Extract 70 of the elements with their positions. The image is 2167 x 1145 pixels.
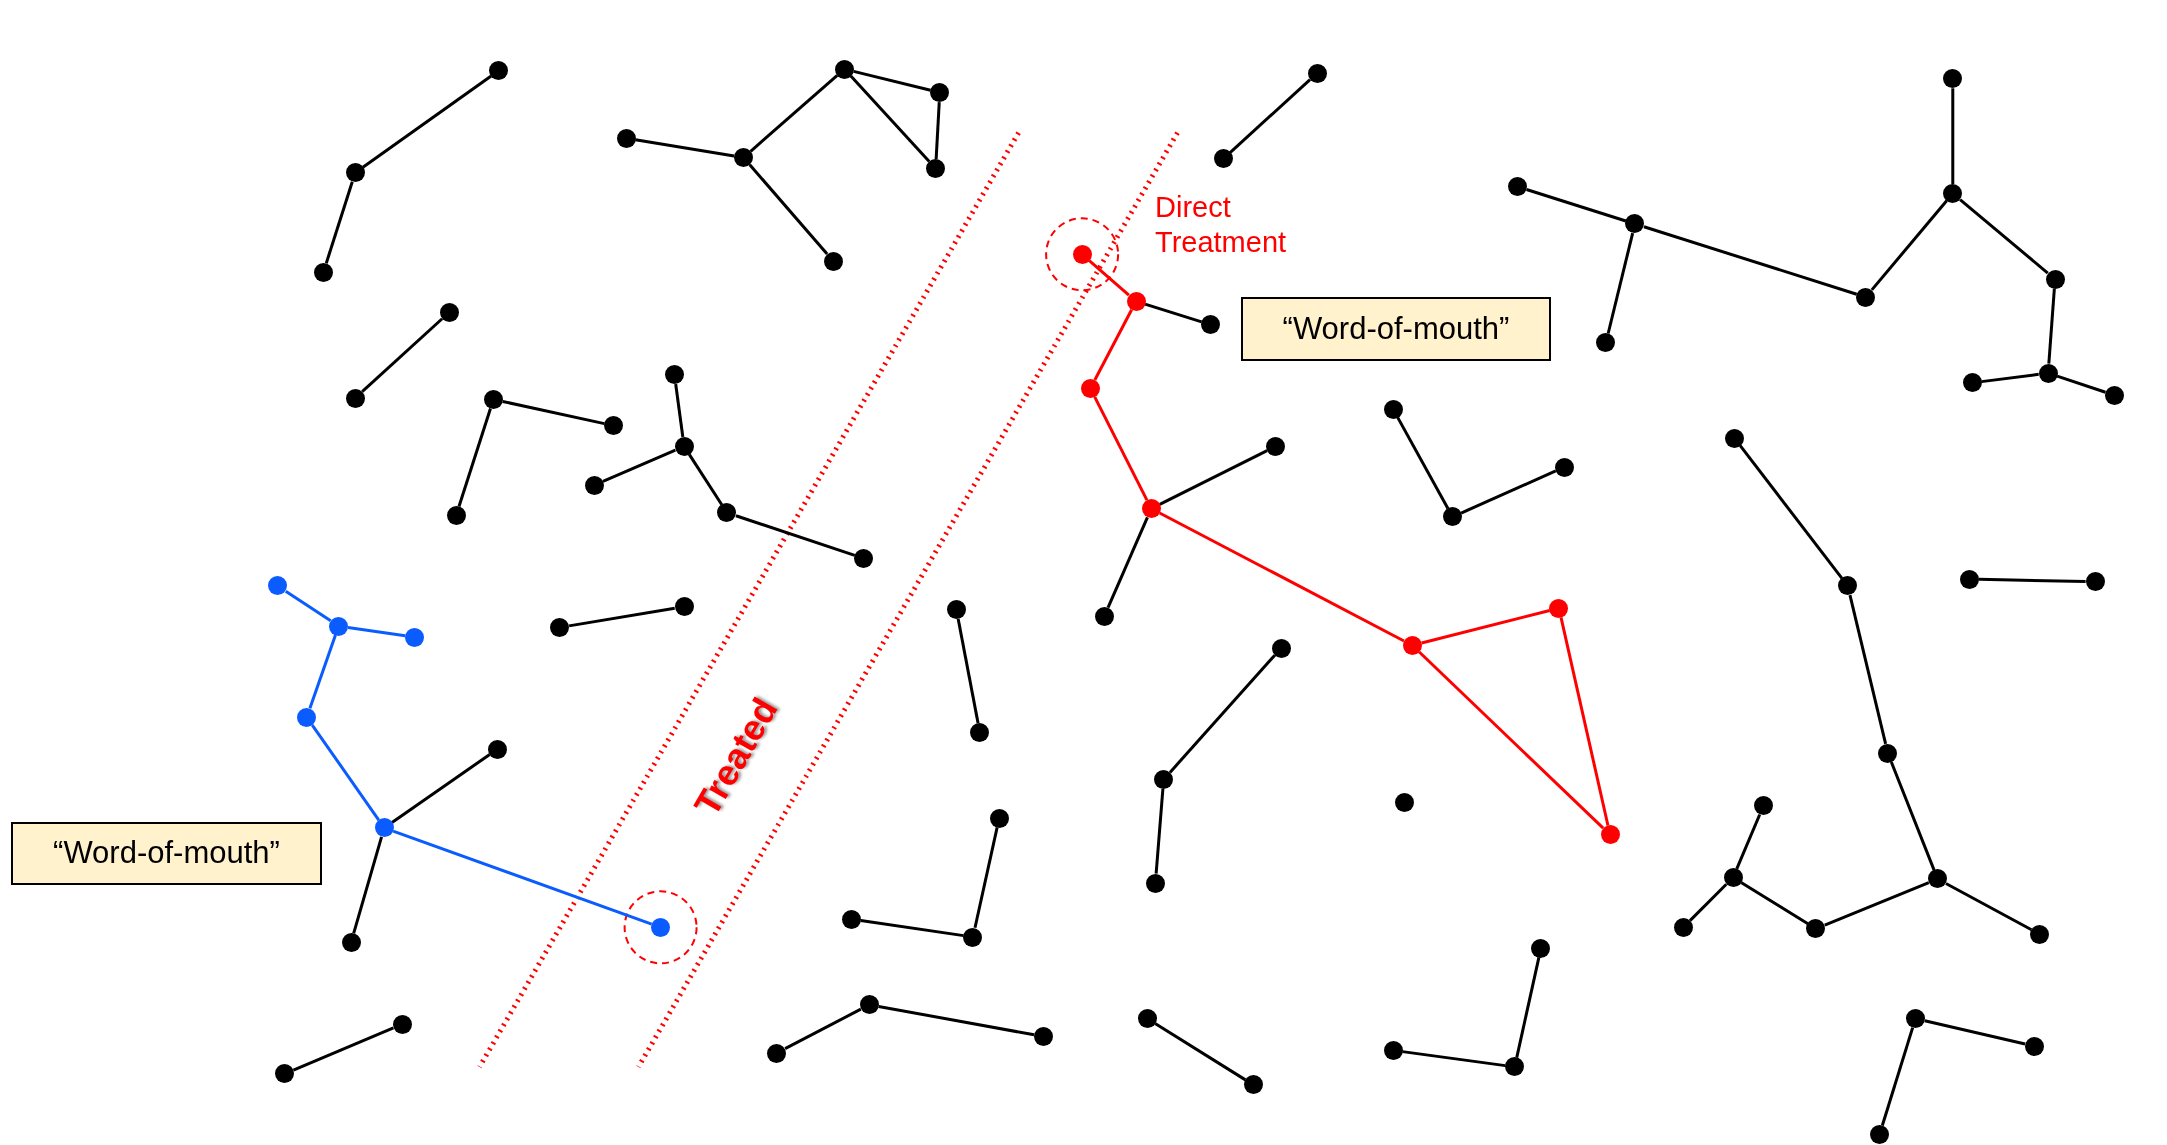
connector-line [956, 618, 980, 724]
connector-line [1154, 1022, 1247, 1082]
connector-line [735, 514, 856, 557]
connector-line [568, 606, 675, 628]
connector-line [2047, 288, 2056, 364]
connector-line [1740, 881, 1809, 925]
connector-line [1924, 1019, 2026, 1046]
connector-line [347, 625, 406, 638]
annotation-text: Direct Treatment [1155, 190, 1288, 260]
connector-line [602, 448, 676, 483]
connector-line [361, 317, 444, 393]
connector-line [352, 836, 383, 934]
connector-line [1889, 761, 1936, 871]
connector-line [1880, 1027, 1915, 1126]
connector-line [853, 69, 931, 92]
connector-line [635, 138, 735, 158]
connector-line [1735, 813, 1762, 870]
connector-line [749, 74, 839, 153]
connector-line [1093, 309, 1133, 381]
connector-line [878, 1004, 1035, 1037]
callout-box: “Word-of-mouth” [11, 822, 322, 885]
connector-line [1144, 302, 1203, 324]
connector-line [2056, 374, 2106, 394]
connector-line [1945, 882, 2033, 932]
connector-line [1559, 617, 1610, 826]
connector-line [1959, 198, 2049, 275]
connector-line [674, 383, 685, 438]
connector-line [1402, 1050, 1506, 1068]
connector-line [502, 399, 605, 426]
connector-line [688, 453, 724, 506]
connector-line [1848, 594, 1888, 745]
connector-line [1739, 444, 1844, 580]
connector-line [311, 724, 380, 821]
connector-line [1229, 78, 1312, 154]
connector-line [391, 753, 491, 824]
connector-line [1088, 259, 1130, 297]
connector-line [1158, 511, 1405, 643]
connector-line [1418, 650, 1605, 830]
connector-line [860, 918, 964, 938]
connector-line [1978, 577, 2086, 584]
connector-line [324, 181, 354, 264]
connector-line [1421, 608, 1551, 645]
connector-line [1515, 957, 1541, 1058]
connector-line [392, 829, 653, 926]
connector-line [362, 74, 493, 169]
connector-line [1159, 449, 1268, 506]
connector-line [1643, 225, 1858, 296]
connector-line [748, 163, 829, 255]
connector-line [1526, 188, 1627, 223]
connector-line [1606, 232, 1635, 334]
connector-line [1460, 469, 1557, 515]
connector-line [1951, 88, 1955, 184]
connector-line [1688, 883, 1728, 922]
connector-line [1106, 516, 1149, 609]
callout-box: “Word-of-mouth” [1241, 297, 1551, 361]
connector-line [1168, 654, 1276, 774]
connector-line [457, 408, 492, 507]
connector-line [849, 75, 931, 163]
connector-line [934, 102, 941, 160]
connector-line [784, 1007, 862, 1051]
connector-line [1154, 788, 1165, 874]
connector-line [308, 634, 337, 709]
connector-line [973, 827, 999, 929]
connector-line [1396, 416, 1450, 510]
connector-line [1870, 199, 1948, 291]
connector-line [1981, 372, 2039, 384]
connector-line [1824, 881, 1930, 927]
connector-line [1093, 396, 1149, 501]
connector-line [292, 1026, 394, 1072]
connector-line [284, 589, 332, 623]
